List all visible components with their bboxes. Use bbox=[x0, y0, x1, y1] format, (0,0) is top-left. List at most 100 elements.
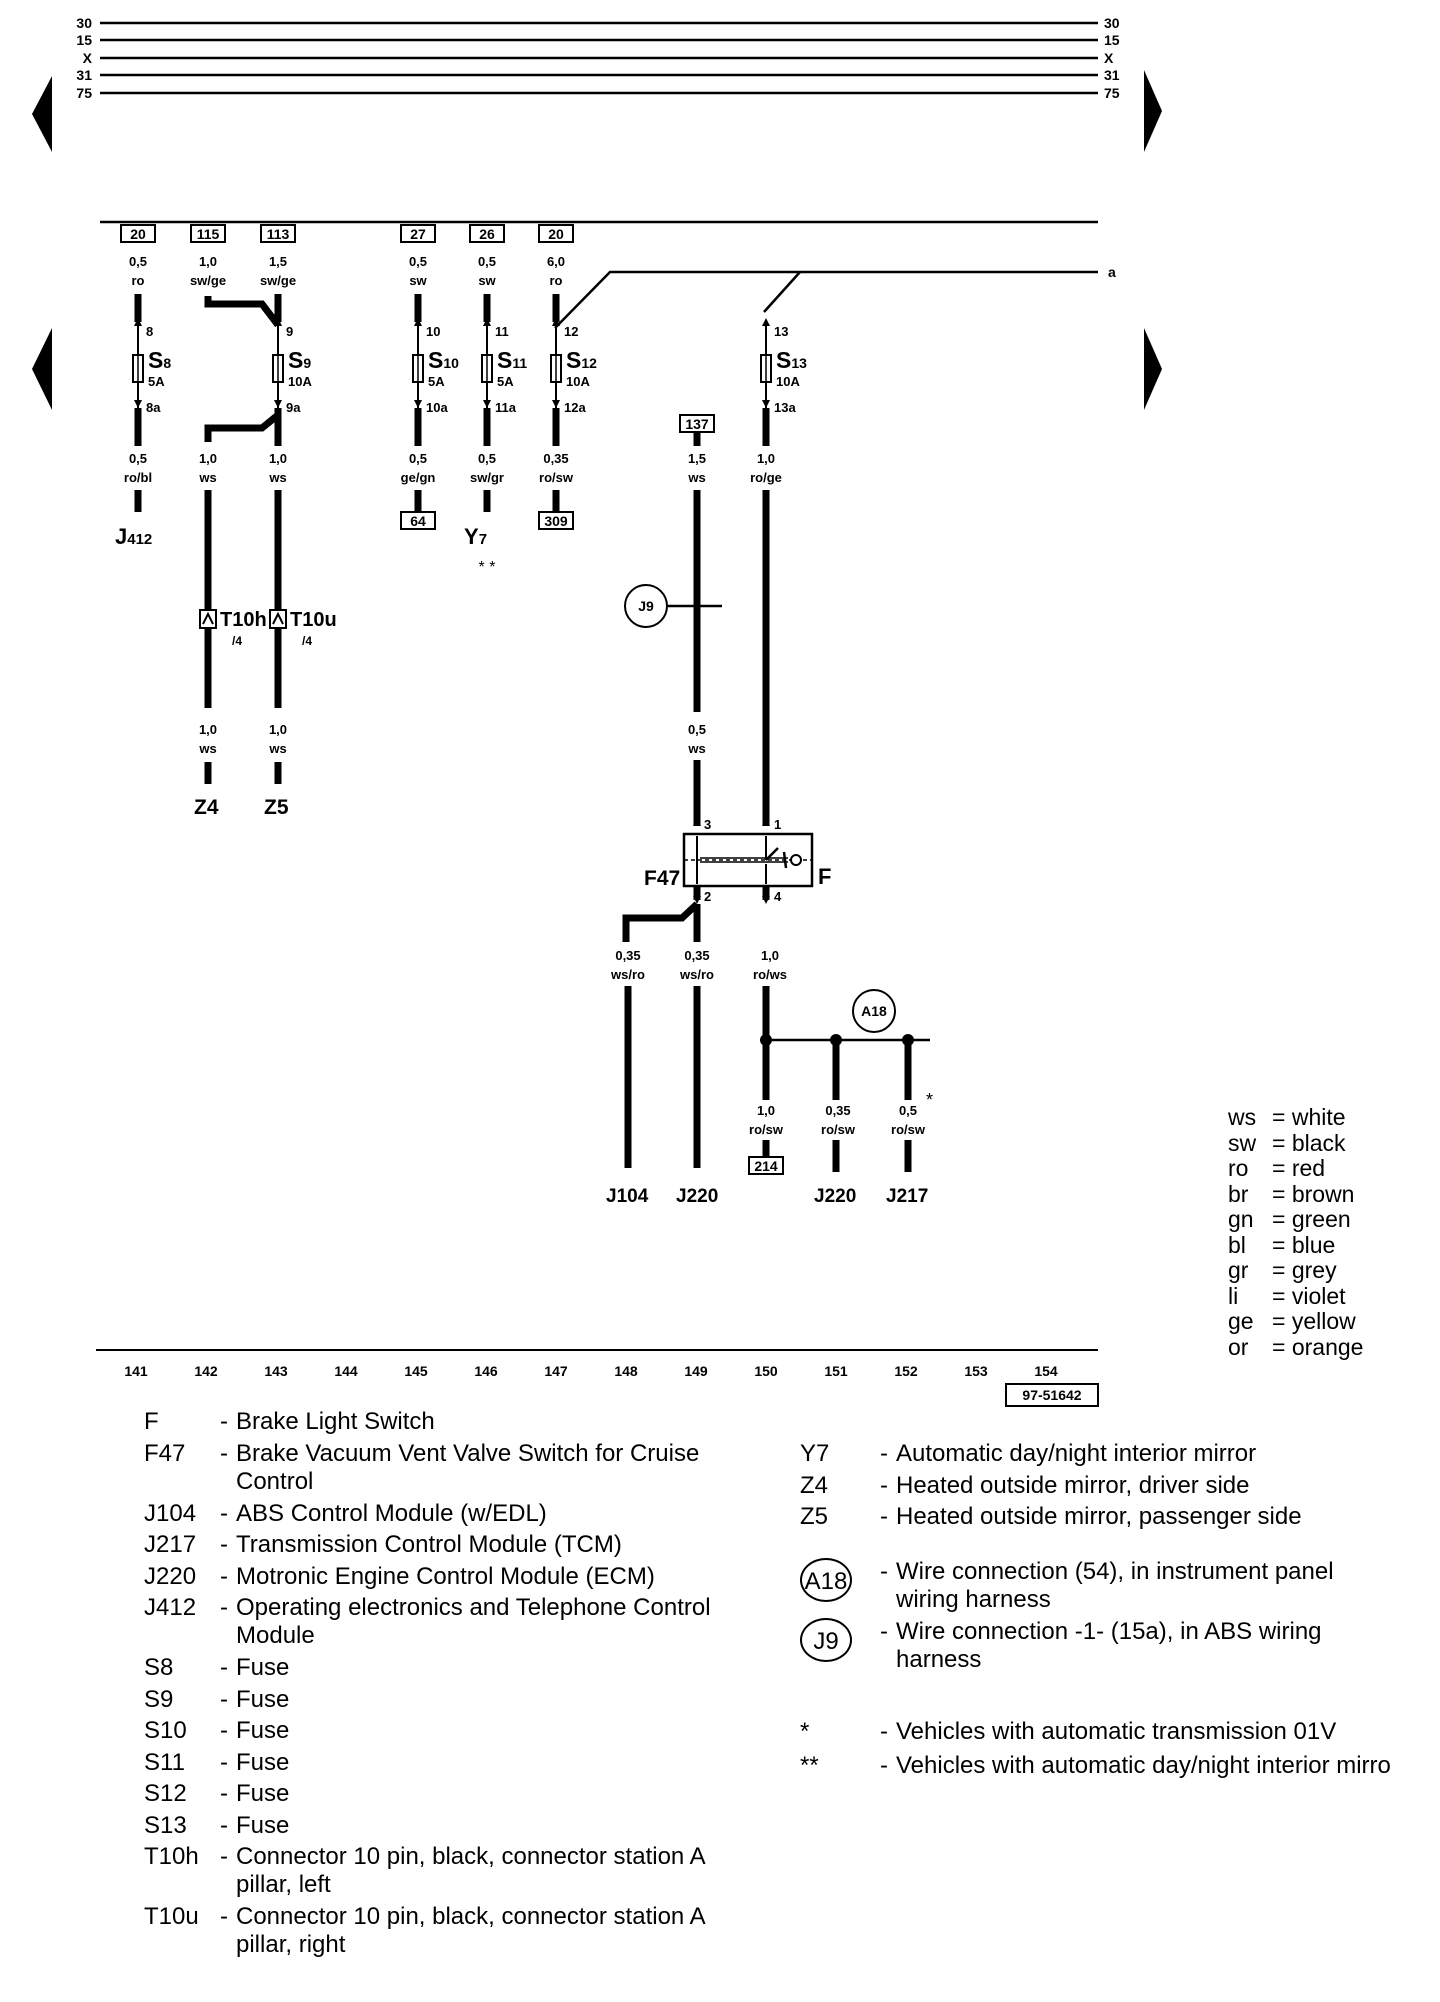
legend-item: **-Vehicles with automatic day/night int… bbox=[800, 1752, 1391, 1780]
column-number: 146 bbox=[474, 1363, 498, 1379]
column-number: 151 bbox=[824, 1363, 848, 1379]
column-number: 145 bbox=[404, 1363, 428, 1379]
legend-code: Z4 bbox=[800, 1472, 829, 1499]
legend-item: F47-Brake Vacuum Vent Valve Switch for C… bbox=[144, 1440, 699, 1496]
legend-dash: - bbox=[220, 1811, 228, 1839]
output-wire-color: ro/bl bbox=[124, 470, 152, 485]
legend-dash: - bbox=[220, 1748, 228, 1776]
z4-z5-wires: 1,0 ws T10h /4 T10u /4 1,0 ws 1,0 ws Z4 … bbox=[194, 451, 337, 819]
fuse-rating: 5A bbox=[148, 374, 165, 389]
legend-item: T10h-Connector 10 pin, black, connector … bbox=[144, 1843, 706, 1899]
pin1-label: 1 bbox=[774, 817, 781, 832]
legend-dash: - bbox=[880, 1752, 888, 1779]
wire-137: 137 1,5 ws J9 0,5 ws bbox=[624, 414, 722, 826]
legend-item: A18-Wire connection (54), in instrument … bbox=[800, 1558, 1334, 1614]
pin-arrow-out bbox=[274, 400, 282, 408]
input-wire-color: ro bbox=[550, 273, 563, 288]
legend-item: S8-Fuse bbox=[144, 1654, 289, 1682]
color-code: ws bbox=[1228, 1104, 1257, 1130]
legend-code: S13 bbox=[144, 1811, 187, 1839]
j104-label: J104 bbox=[606, 1186, 649, 1207]
legend-code: Y7 bbox=[800, 1440, 830, 1467]
terminal-label-left: 75 bbox=[76, 85, 92, 101]
color-key-row: gr= grey bbox=[1228, 1257, 1337, 1283]
legend-item: J412-Operating electronics and Telephone… bbox=[144, 1594, 711, 1650]
source-box-label: 26 bbox=[479, 226, 495, 242]
source-box bbox=[538, 224, 574, 243]
column-number: 142 bbox=[194, 1363, 218, 1379]
pin-out-label: 8a bbox=[146, 400, 161, 415]
pin-arrow-in bbox=[414, 318, 422, 326]
legend-dash: - bbox=[220, 1531, 228, 1558]
legend-code: J412 bbox=[144, 1594, 197, 1621]
pin-out-label: 10a bbox=[426, 400, 448, 415]
next-page-arrow-mid[interactable] bbox=[1144, 328, 1162, 410]
legend-dash: - bbox=[220, 1594, 228, 1621]
color-code: gn bbox=[1228, 1206, 1254, 1232]
pin-out-label: 13a bbox=[774, 400, 796, 415]
pin4-outputs: 1,0 ro/ws A18 1,0 ro/sw 214 0,35 ro/sw J… bbox=[748, 948, 933, 1207]
legend-dash: - bbox=[220, 1843, 228, 1870]
color-code: gr bbox=[1228, 1257, 1249, 1283]
legend-item: F-Brake Light Switch bbox=[144, 1408, 435, 1436]
j9-connection-point bbox=[624, 584, 668, 628]
color-name: orange bbox=[1291, 1333, 1364, 1360]
source-box-label: 27 bbox=[410, 226, 426, 242]
terminal-label-left: 31 bbox=[76, 67, 92, 83]
color-key-row: gn= green bbox=[1228, 1206, 1351, 1232]
j220b-size: 0,35 bbox=[825, 1103, 850, 1118]
f47-pin3-size: 0,5 bbox=[688, 722, 706, 737]
pin-arrow-in bbox=[134, 318, 142, 326]
output-wire-size: 1,0 bbox=[269, 451, 287, 466]
connection-symbol-icon: A18 bbox=[800, 1558, 852, 1602]
b214-size: 1,0 bbox=[757, 1103, 775, 1118]
pin-in-label: 11 bbox=[495, 324, 509, 339]
terminal-label-left: 15 bbox=[76, 32, 92, 48]
legend-item: S13-Fuse bbox=[144, 1812, 289, 1840]
legend-item: Z5-Heated outside mirror, passenger side bbox=[800, 1503, 1302, 1531]
legend-item: T10u-Connector 10 pin, black, connector … bbox=[144, 1903, 706, 1959]
legend-description: Vehicles with automatic transmission 01V bbox=[896, 1718, 1337, 1745]
legend-dash: - bbox=[220, 1685, 228, 1713]
destination-box bbox=[538, 511, 574, 530]
legend-item: J220-Motronic Engine Control Module (ECM… bbox=[144, 1563, 655, 1591]
column-number: 143 bbox=[264, 1363, 288, 1379]
t10u-pin: /4 bbox=[302, 634, 312, 648]
legend-dash: - bbox=[220, 1780, 228, 1807]
legend-description: Wire connection -1- (15a), in ABS wiring… bbox=[896, 1618, 1322, 1673]
color-name: white bbox=[1291, 1104, 1346, 1130]
color-eq: = bbox=[1272, 1308, 1292, 1334]
input-wire-color: sw bbox=[409, 273, 427, 288]
pin-out-label: 11a bbox=[495, 400, 517, 415]
output-wire-size: 0,5 bbox=[129, 451, 147, 466]
color-eq: = bbox=[1272, 1333, 1292, 1360]
pin-arrow-out bbox=[552, 400, 560, 408]
prev-page-arrow-top[interactable] bbox=[32, 76, 52, 152]
legend-dash: - bbox=[220, 1717, 228, 1744]
fuse-id: S12 bbox=[566, 347, 597, 373]
legend-dash: - bbox=[880, 1718, 888, 1745]
legend-code: * bbox=[800, 1718, 810, 1745]
s12-to-a-wire bbox=[554, 270, 1098, 329]
pin-out-label: 9a bbox=[286, 400, 301, 415]
color-key-row: ro= red bbox=[1228, 1155, 1325, 1181]
legend-item: S12-Fuse bbox=[144, 1780, 289, 1808]
j220b-color: ro/sw bbox=[821, 1122, 856, 1137]
color-key-row: or= orange bbox=[1228, 1334, 1363, 1360]
input-wire-size: 0,5 bbox=[478, 254, 496, 269]
legend-description: Connector 10 pin, black, connector stati… bbox=[236, 1903, 706, 1958]
source-box bbox=[469, 224, 505, 243]
next-page-arrow-top[interactable] bbox=[1144, 70, 1162, 152]
box-214-label: 214 bbox=[754, 1158, 778, 1174]
z5-label: Z5 bbox=[264, 796, 289, 819]
prev-page-arrow-mid[interactable] bbox=[32, 328, 52, 410]
f47-pin3-color: ws bbox=[687, 741, 705, 756]
fuse-id: S10 bbox=[428, 347, 459, 373]
w137-size: 1,5 bbox=[688, 451, 706, 466]
legend-item: J9-Wire connection -1- (15a), in ABS wir… bbox=[800, 1618, 1322, 1674]
color-key-row: li= violet bbox=[1228, 1283, 1346, 1309]
